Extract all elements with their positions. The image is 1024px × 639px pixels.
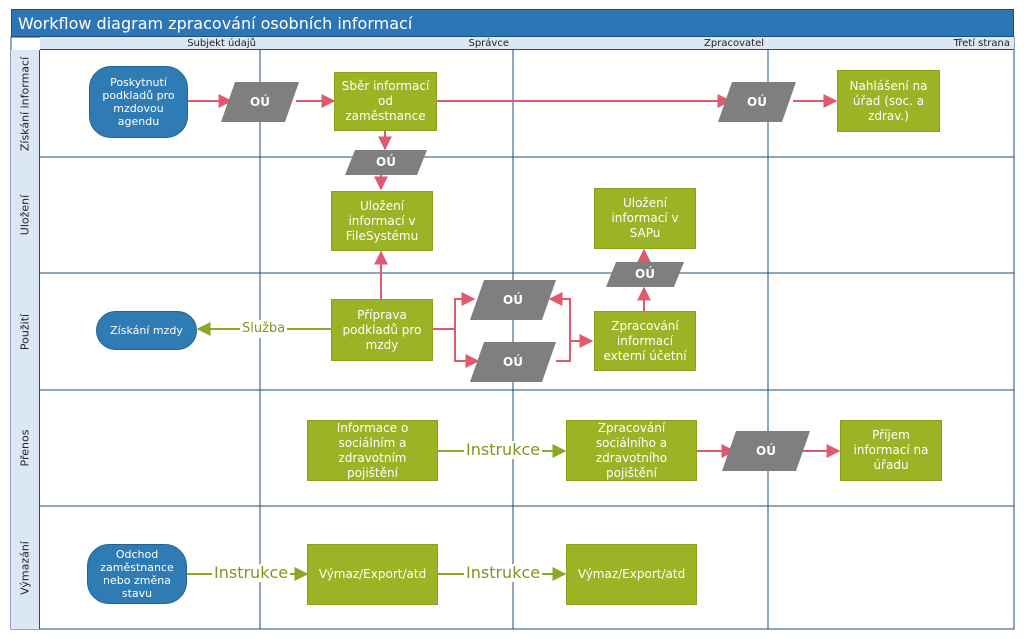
lane-label-ziskani: Získání informací xyxy=(11,50,40,157)
data-node-ou-7: OÚ xyxy=(722,431,810,471)
parallelogram-shape xyxy=(470,280,556,320)
lane-label-vymazani: Výmazání xyxy=(11,506,40,629)
node-vymaz-2: Výmaz/Export/atd xyxy=(566,544,697,605)
parallelogram-shape xyxy=(221,82,299,122)
parallelogram-shape xyxy=(345,150,427,175)
data-node-ou-6: OÚ xyxy=(470,342,556,382)
data-node-ou-5: OÚ xyxy=(470,280,556,320)
edge-label-instrukce-1: Instrukce xyxy=(464,440,543,459)
column-header-subjekt: Subjekt údajů xyxy=(40,37,260,50)
node-ulozeni-sap: Uložení informací v SAPu xyxy=(594,188,696,249)
node-poskytnuti: Poskytnutí podkladů pro mzdovou agendu xyxy=(89,66,188,138)
node-vymaz-1: Výmaz/Export/atd xyxy=(307,544,438,605)
node-priprava: Příprava podkladů pro mzdy xyxy=(331,299,433,361)
column-header-treti-strana: Třetí strana xyxy=(768,37,1014,50)
data-node-ou-2: OÚ xyxy=(718,82,796,122)
column-header-spravce: Správce xyxy=(260,37,513,50)
parallelogram-shape xyxy=(718,82,796,122)
node-nahlaseni: Nahlášení na úřad (soc. a zdrav.) xyxy=(837,70,940,132)
data-node-ou-1: OÚ xyxy=(221,82,299,122)
lane-label-pouziti: Použití xyxy=(11,273,40,390)
node-zpracovani-externi: Zpracování informací externí účetní xyxy=(594,311,696,371)
node-prijem: Příjem informací na úřadu xyxy=(840,420,942,481)
node-informace-socialni: Informace o sociálním a zdravotním pojiš… xyxy=(307,420,438,481)
data-node-ou-4: OÚ xyxy=(606,262,684,287)
data-node-ou-3: OÚ xyxy=(345,150,427,175)
node-odchod: Odchod zaměstnance nebo změna stavu xyxy=(87,544,187,604)
lane-label-ulozeni: Uložení xyxy=(11,157,40,273)
parallelogram-shape xyxy=(722,431,810,471)
edge-label-sluzba: Služba xyxy=(240,320,288,338)
column-header-zpracovatel: Zpracovatel xyxy=(513,37,768,50)
edge-label-instrukce-2: Instrukce xyxy=(212,563,291,582)
node-sber: Sběr informací od zaměstnance xyxy=(334,72,437,131)
parallelogram-shape xyxy=(606,262,684,287)
diagram-title: Workflow diagram zpracování osobních inf… xyxy=(11,9,1014,37)
edge-label-instrukce-3: Instrukce xyxy=(464,563,543,582)
lane-label-prenos: Přenos xyxy=(11,390,40,506)
parallelogram-shape xyxy=(470,342,556,382)
node-zpracovani-socialni: Zpracování sociálního a zdravotního poji… xyxy=(566,420,697,481)
node-ulozeni-filesystem: Uložení informací v FileSystému xyxy=(331,191,433,251)
node-ziskani-mzdy: Získání mzdy xyxy=(96,311,197,350)
